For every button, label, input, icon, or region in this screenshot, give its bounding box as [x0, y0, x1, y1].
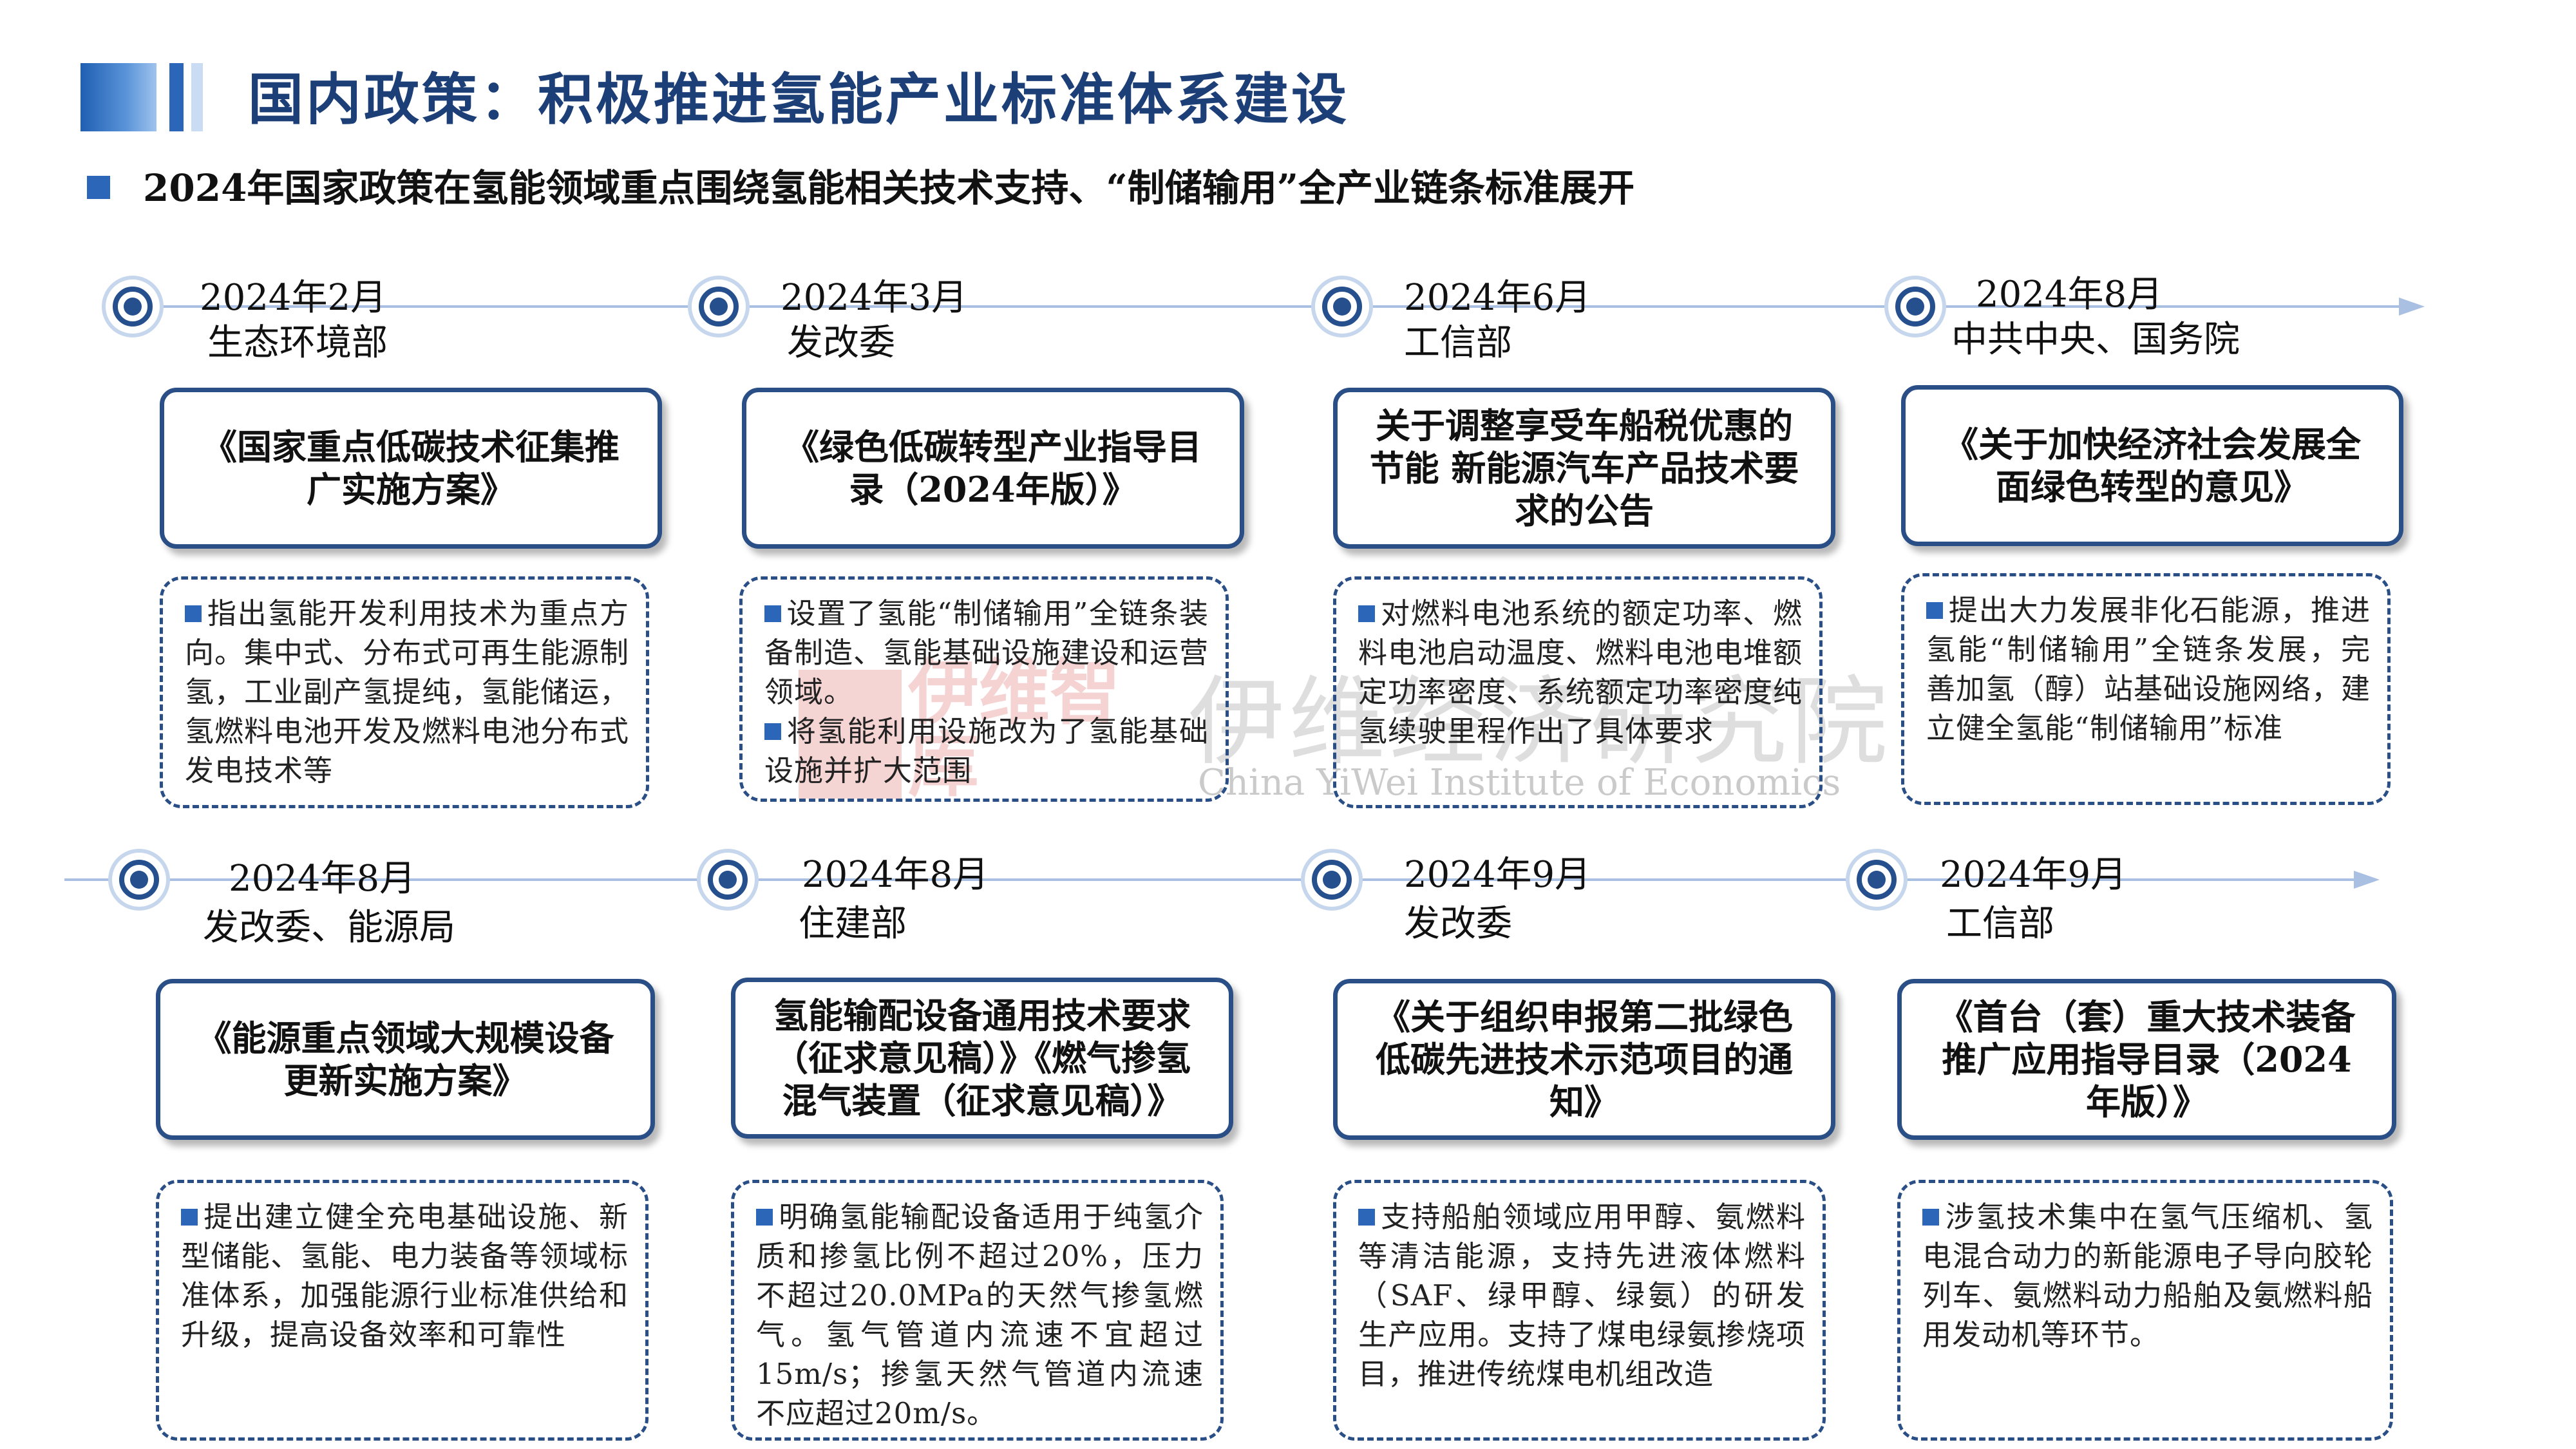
- policy-description-box: 设置了氢能“制储输用”全链条装备制造、氢能基础设施建设和运营领域。 将氢能利用设…: [739, 576, 1229, 802]
- policy-description-box: 支持船舶领域应用甲醇、氨燃料等清洁能源，支持先进液体燃料（SAF、绿甲醇、绿氨）…: [1333, 1180, 1826, 1441]
- policy-description-box: 对燃料电池系统的额定功率、燃料电池启动温度、燃料电池电堆额定功率密度、系统额定功…: [1333, 576, 1823, 808]
- policy-title: 《绿色低碳转型产业指导目录（2024年版）》: [784, 426, 1202, 510]
- blue-square-icon: [1926, 602, 1943, 619]
- watermark-logo-text: 伊维智库: [908, 652, 1121, 806]
- policy-title-box: 氢能输配设备通用技术要求（征求意见稿）》《燃气掺氢混气装置（征求意见稿）》: [731, 978, 1233, 1139]
- event-date: 2024年6月: [1404, 277, 1591, 319]
- policy-title: 《能源重点领域大规模设备更新实施方案》: [196, 1018, 614, 1101]
- blue-square-icon: [1358, 605, 1375, 622]
- timeline-line-row-2: [64, 878, 2357, 881]
- watermark-name-en: China YiWei Institute of Economics: [1198, 762, 1841, 804]
- event-department: 中共中央、国务院: [1951, 319, 2240, 361]
- policy-description-box: 明确氢能输配设备适用于纯氢介质和掺氢比例不超过20%，压力不超过20.0MPa的…: [731, 1180, 1224, 1441]
- title-bar-gradient: [80, 63, 156, 131]
- event-date: 2024年9月: [1940, 854, 2127, 896]
- event-date: 2024年3月: [781, 277, 968, 319]
- event-department: 工信部: [1404, 322, 1512, 364]
- title-bar-light: [191, 63, 203, 131]
- policy-title: 关于调整享受车船税优惠的节能 新能源汽车产品技术要求的公告: [1369, 405, 1799, 531]
- policy-description-box: 指出氢能开发利用技术为重点方向。集中式、分布式可再生能源制氢，工业副产氢提纯，氢…: [160, 576, 649, 808]
- watermark-name-cn: 伊维经济研究院: [1188, 667, 1892, 779]
- event-department: 发改委、能源局: [203, 907, 455, 949]
- policy-title-box: 《绿色低碳转型产业指导目录（2024年版）》: [742, 388, 1244, 549]
- concentric-circle-icon: [102, 276, 164, 337]
- policy-title: 氢能输配设备通用技术要求（征求意见稿）》《燃气掺氢混气装置（征求意见稿）》: [773, 995, 1191, 1121]
- arrow-right-icon: [2354, 871, 2380, 889]
- list-item: 明确氢能输配设备适用于纯氢介质和掺氢比例不超过20%，压力不超过20.0MPa的…: [756, 1200, 1204, 1430]
- concentric-circle-icon: [108, 849, 170, 911]
- title-bar-mid: [169, 63, 184, 131]
- event-date: 2024年2月: [200, 277, 387, 319]
- arrow-right-icon: [2399, 298, 2425, 316]
- policy-description-box: 提出大力发展非化石能源，推进氢能“制储输用”全链条发展，完善加氢（醇）站基础设施…: [1901, 573, 2391, 805]
- policy-title: 《国家重点低碳技术征集推广实施方案》: [202, 426, 620, 510]
- policy-title-box: 《关于加快经济社会发展全面绿色转型的意见》: [1901, 385, 2403, 546]
- policy-description-box: 涉氢技术集中在氢气压缩机、氢电混合动力的新能源电子导向胶轮列车、氨燃料动力船舶及…: [1897, 1180, 2393, 1441]
- concentric-circle-icon: [1846, 849, 1908, 911]
- policy-title: 《关于加快经济社会发展全面绿色转型的意见》: [1944, 424, 2361, 507]
- timeline-line-row-1: [103, 305, 2402, 308]
- policy-title-box: 《关于组织申报第二批绿色低碳先进技术示范项目的通知》: [1333, 979, 1835, 1140]
- event-department: 发改委: [787, 322, 895, 364]
- policy-title-box: 《能源重点领域大规模设备更新实施方案》: [156, 979, 655, 1140]
- title-decoration-bars: [80, 63, 203, 131]
- list-item: 涉氢技术集中在氢气压缩机、氢电混合动力的新能源电子导向胶轮列车、氨燃料动力船舶及…: [1922, 1200, 2373, 1352]
- policy-title: 《关于组织申报第二批绿色低碳先进技术示范项目的通知》: [1376, 996, 1793, 1122]
- event-date: 2024年8月: [229, 858, 416, 900]
- concentric-circle-icon: [688, 276, 750, 337]
- blue-square-icon: [185, 605, 202, 622]
- policy-description-box: 提出建立健全充电基础设施、新型储能、氢能、电力装备等领域标准体系，加强能源行业标…: [156, 1180, 649, 1441]
- list-item: 提出建立健全充电基础设施、新型储能、氢能、电力装备等领域标准体系，加强能源行业标…: [181, 1200, 629, 1352]
- policy-title-box: 《国家重点低碳技术征集推广实施方案》: [160, 388, 662, 549]
- event-date: 2024年9月: [1404, 854, 1591, 896]
- list-item: 对燃料电池系统的额定功率、燃料电池启动温度、燃料电池电堆额定功率密度、系统额定功…: [1358, 596, 1803, 748]
- page-title: 国内政策：积极推进氢能产业标准体系建设: [248, 67, 1349, 132]
- list-item: 支持船舶领域应用甲醇、氨燃料等清洁能源，支持先进液体燃料（SAF、绿甲醇、绿氨）…: [1358, 1200, 1806, 1391]
- concentric-circle-icon: [1301, 849, 1363, 911]
- policy-title: 《首台（套）重大技术装备推广应用指导目录（2024年版）》: [1938, 996, 2356, 1122]
- blue-square-icon: [764, 723, 781, 740]
- concentric-circle-icon: [697, 849, 759, 911]
- event-department: 生态环境部: [207, 322, 388, 364]
- list-item: 提出大力发展非化石能源，推进氢能“制储输用”全链条发展，完善加氢（醇）站基础设施…: [1926, 593, 2371, 745]
- blue-square-icon: [87, 176, 110, 199]
- concentric-circle-icon: [1884, 276, 1946, 337]
- blue-square-icon: [1358, 1209, 1375, 1226]
- page-subtitle: 2024年国家政策在氢能领域重点围绕氢能相关技术支持、“制储输用”全产业链条标准…: [143, 166, 1635, 210]
- list-item: 设置了氢能“制储输用”全链条装备制造、氢能基础设施建设和运营领域。: [764, 596, 1209, 709]
- policy-title-box: 《首台（套）重大技术装备推广应用指导目录（2024年版）》: [1897, 979, 2396, 1140]
- event-date: 2024年8月: [802, 854, 989, 896]
- list-item: 将氢能利用设施改为了氢能基础设施并扩大范围: [764, 714, 1209, 788]
- policy-title-box: 关于调整享受车船税优惠的节能 新能源汽车产品技术要求的公告: [1333, 388, 1835, 549]
- event-department: 住建部: [799, 903, 907, 945]
- blue-square-icon: [756, 1209, 773, 1226]
- event-department: 发改委: [1404, 903, 1512, 945]
- watermark-logo-mark: [799, 670, 902, 799]
- event-date: 2024年8月: [1976, 274, 2163, 316]
- blue-square-icon: [181, 1209, 198, 1226]
- concentric-circle-icon: [1311, 276, 1373, 337]
- blue-square-icon: [1922, 1209, 1939, 1226]
- blue-square-icon: [764, 605, 781, 622]
- event-department: 工信部: [1946, 903, 2054, 945]
- watermark-logo: 伊维智库: [799, 644, 1121, 805]
- list-item: 指出氢能开发利用技术为重点方向。集中式、分布式可再生能源制氢，工业副产氢提纯，氢…: [185, 596, 630, 788]
